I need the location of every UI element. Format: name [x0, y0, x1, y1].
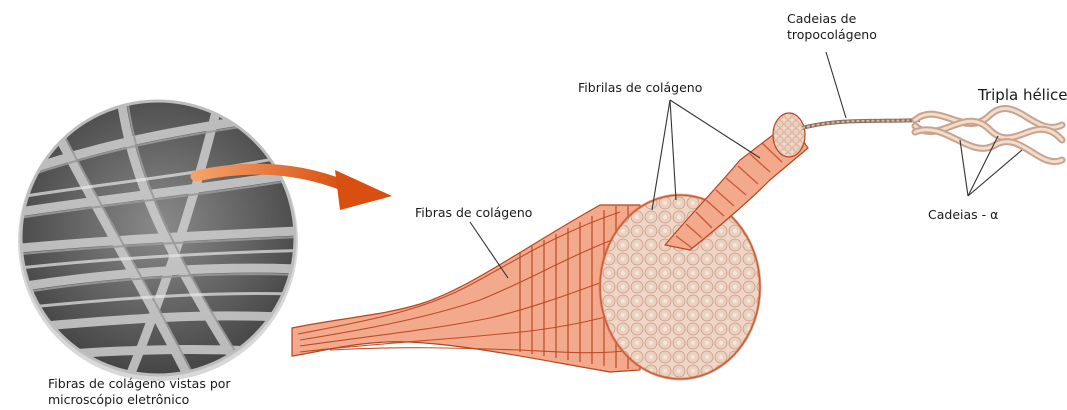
- micrograph-caption: Fibras de colágeno vistas por microscópi…: [48, 376, 231, 407]
- triple-helix: [915, 108, 1062, 161]
- label-fibras-colageno: Fibras de colágeno: [415, 205, 532, 221]
- label-cadeias-tropocolageno-line2: tropocolágeno: [787, 27, 877, 43]
- label-cadeias-alfa: Cadeias - α: [928, 207, 998, 223]
- fiber-cross-section: [600, 195, 760, 379]
- leader-alfa-1: [960, 140, 968, 196]
- leader-fibrilas-1: [652, 100, 670, 210]
- label-fibrilas-colageno: Fibrilas de colágeno: [578, 80, 702, 96]
- label-tripla-helice: Tripla hélice: [978, 86, 1067, 105]
- micrograph-image: [0, 90, 320, 400]
- tropocollagen-strand: [802, 120, 920, 128]
- leader-fibrilas-2: [670, 100, 676, 200]
- leader-alfa-3: [968, 150, 1022, 196]
- label-cadeias-tropocolageno: Cadeias de tropocolágeno: [787, 11, 877, 42]
- leader-fibrilas-3: [670, 100, 760, 158]
- leader-tropocolageno: [826, 52, 846, 118]
- micrograph-caption-line2: microscópio eletrônico: [48, 392, 231, 408]
- collagen-fiber: [292, 205, 640, 372]
- micrograph-caption-line1: Fibras de colágeno vistas por: [48, 376, 231, 392]
- leader-fibras: [470, 222, 508, 278]
- label-cadeias-tropocolageno-line1: Cadeias de: [787, 11, 877, 27]
